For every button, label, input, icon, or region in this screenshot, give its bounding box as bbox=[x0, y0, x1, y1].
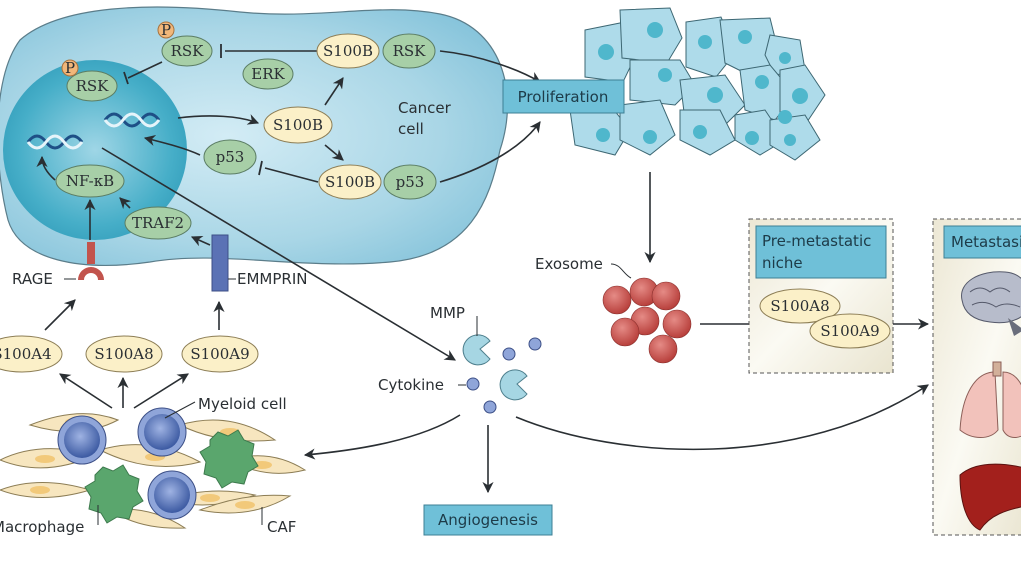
mmp-label: MMP bbox=[430, 304, 465, 322]
dna-helix-icon bbox=[103, 112, 161, 128]
molecule-s100b: S100B bbox=[263, 106, 333, 144]
pre-metastatic-niche-panel: Pre-metastatic niche S100A8 S100A9 bbox=[748, 218, 894, 374]
svg-text:RSK: RSK bbox=[76, 77, 110, 95]
svg-text:RSK: RSK bbox=[393, 42, 427, 60]
complex-s100b-p53: S100B p53 bbox=[318, 164, 437, 200]
myeloid-cell-label: Myeloid cell bbox=[198, 395, 287, 413]
complex-s100b-rsk: S100B RSK bbox=[316, 33, 436, 69]
svg-text:S100A8: S100A8 bbox=[770, 297, 829, 315]
cancer-cell-label: cell bbox=[398, 120, 424, 138]
svg-text:S100A4: S100A4 bbox=[0, 345, 52, 363]
svg-text:TRAF2: TRAF2 bbox=[132, 214, 184, 232]
macrophage-icons bbox=[84, 429, 259, 524]
svg-text:S100B: S100B bbox=[323, 42, 373, 60]
proliferation-box: Proliferation bbox=[502, 79, 625, 114]
liver-icon bbox=[959, 463, 1021, 531]
macrophage-label: Macrophage bbox=[0, 518, 84, 536]
exosome-label: Exosome bbox=[535, 255, 603, 273]
mmp-icons bbox=[462, 334, 528, 401]
cancer-cell-label: Cancer bbox=[398, 99, 452, 117]
molecule-traf2: TRAF2 bbox=[124, 206, 192, 240]
dna-helix-icon bbox=[26, 134, 84, 150]
svg-text:S100A9: S100A9 bbox=[820, 322, 879, 340]
cytokine-icons bbox=[466, 337, 542, 414]
emmprin-receptor-icon bbox=[211, 234, 229, 292]
rage-receptor-icon bbox=[78, 242, 104, 280]
svg-text:niche: niche bbox=[762, 254, 803, 272]
molecule-p53: p53 bbox=[203, 139, 257, 175]
svg-text:p53: p53 bbox=[216, 148, 245, 166]
cytokine-label: Cytokine bbox=[378, 376, 444, 394]
svg-text:S100A9: S100A9 bbox=[190, 345, 249, 363]
molecule-nfkb: NF-κB bbox=[55, 164, 125, 198]
svg-text:Proliferation: Proliferation bbox=[518, 88, 609, 106]
svg-text:P: P bbox=[161, 21, 171, 39]
emmprin-label: EMMPRIN bbox=[237, 270, 307, 288]
brain-icon bbox=[961, 271, 1021, 336]
svg-text:ERK: ERK bbox=[251, 65, 285, 83]
molecule-rsk-phospho-cytoplasm: RSK P bbox=[157, 21, 213, 67]
svg-text:RSK: RSK bbox=[171, 42, 205, 60]
angiogenesis-box: Angiogenesis bbox=[423, 504, 553, 536]
svg-text:Pre-metastatic: Pre-metastatic bbox=[762, 232, 871, 250]
rage-label: RAGE bbox=[12, 270, 53, 288]
nucleus bbox=[3, 60, 187, 240]
caf-nuclei bbox=[30, 418, 272, 509]
phosphate-icon bbox=[157, 21, 175, 39]
svg-text:NF-κB: NF-κB bbox=[66, 172, 114, 190]
svg-text:S100A8: S100A8 bbox=[94, 345, 153, 363]
lungs-icon bbox=[959, 361, 1021, 438]
svg-text:S100B: S100B bbox=[325, 173, 375, 191]
svg-text:p53: p53 bbox=[396, 173, 425, 191]
molecule-s100a9: S100A9 bbox=[181, 335, 259, 373]
molecule-s100a8: S100A8 bbox=[85, 335, 163, 373]
tumour-cell-cluster-icon bbox=[569, 7, 826, 161]
svg-text:S100B: S100B bbox=[273, 116, 323, 134]
svg-text:Angiogenesis: Angiogenesis bbox=[438, 511, 538, 529]
tumour-nuclei bbox=[596, 22, 808, 146]
myeloid-cell-icons bbox=[57, 407, 197, 520]
caf-label: CAF bbox=[267, 518, 296, 536]
svg-text:Metastasis: Metastasis bbox=[951, 233, 1021, 251]
molecule-erk: ERK bbox=[242, 58, 294, 90]
phosphate-icon bbox=[61, 59, 79, 77]
exosome-icons bbox=[602, 277, 692, 364]
svg-text:P: P bbox=[65, 59, 75, 77]
molecule-s100a4: S100A4 bbox=[0, 335, 63, 373]
molecule-rsk-phospho-nucleus: RSK P bbox=[61, 59, 118, 102]
